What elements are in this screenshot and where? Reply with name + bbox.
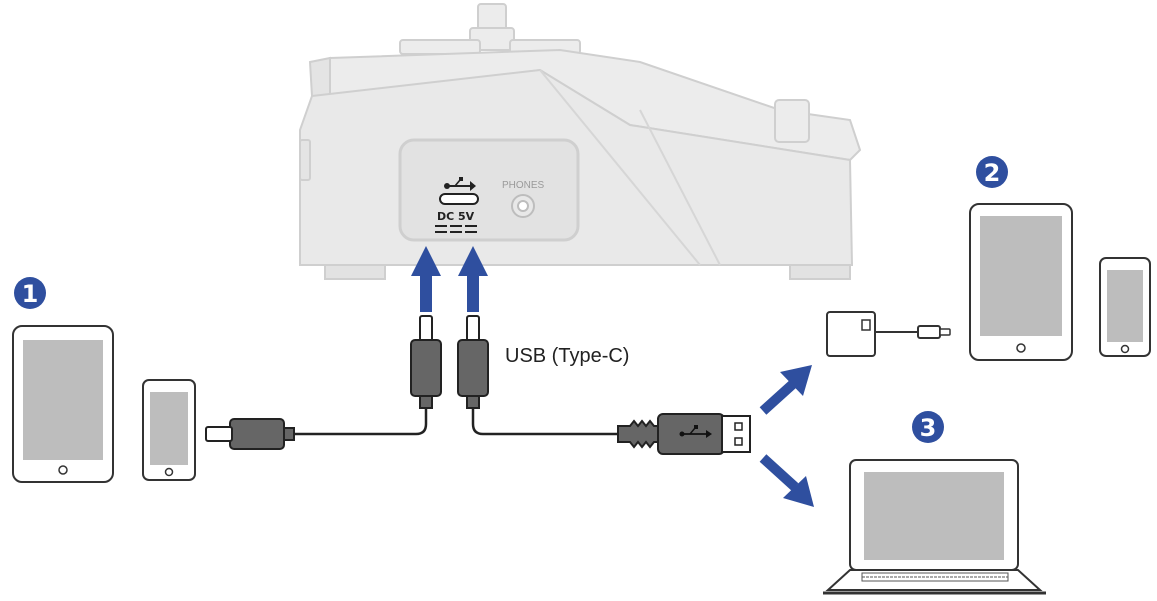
phones-port-label: PHONES	[502, 180, 545, 191]
svg-text:3: 3	[920, 414, 937, 442]
badge-2: 2	[976, 156, 1008, 188]
phone-right	[1099, 257, 1151, 357]
badge-1: 1	[14, 277, 46, 309]
usb-c-plug-device	[205, 418, 295, 450]
cable-right	[471, 408, 618, 436]
pedal-unit	[299, 3, 862, 280]
tablet-left	[12, 325, 114, 483]
port-power-label: DC 5V	[437, 210, 475, 223]
camera-adapter	[826, 311, 951, 357]
cable-type-label: USB (Type-C)	[505, 345, 629, 367]
badge-3: 3	[912, 411, 944, 443]
tablet-right	[969, 203, 1073, 361]
usb-c-port	[439, 193, 479, 205]
phone-left	[142, 379, 196, 481]
cable-left	[292, 408, 428, 436]
svg-text:1: 1	[22, 280, 39, 308]
arrow-to-laptop	[759, 454, 814, 507]
usb-c-plug-left	[410, 315, 442, 409]
usb-c-plug-right	[457, 315, 489, 409]
laptop	[823, 459, 1046, 595]
arrow-up-left	[411, 246, 441, 312]
usb-a-plug	[617, 413, 751, 455]
usb-icon	[679, 425, 712, 438]
arrow-to-adapter	[759, 365, 812, 415]
svg-text:2: 2	[984, 159, 1001, 187]
arrow-up-right	[458, 246, 488, 312]
usb-port-symbol	[444, 177, 476, 191]
